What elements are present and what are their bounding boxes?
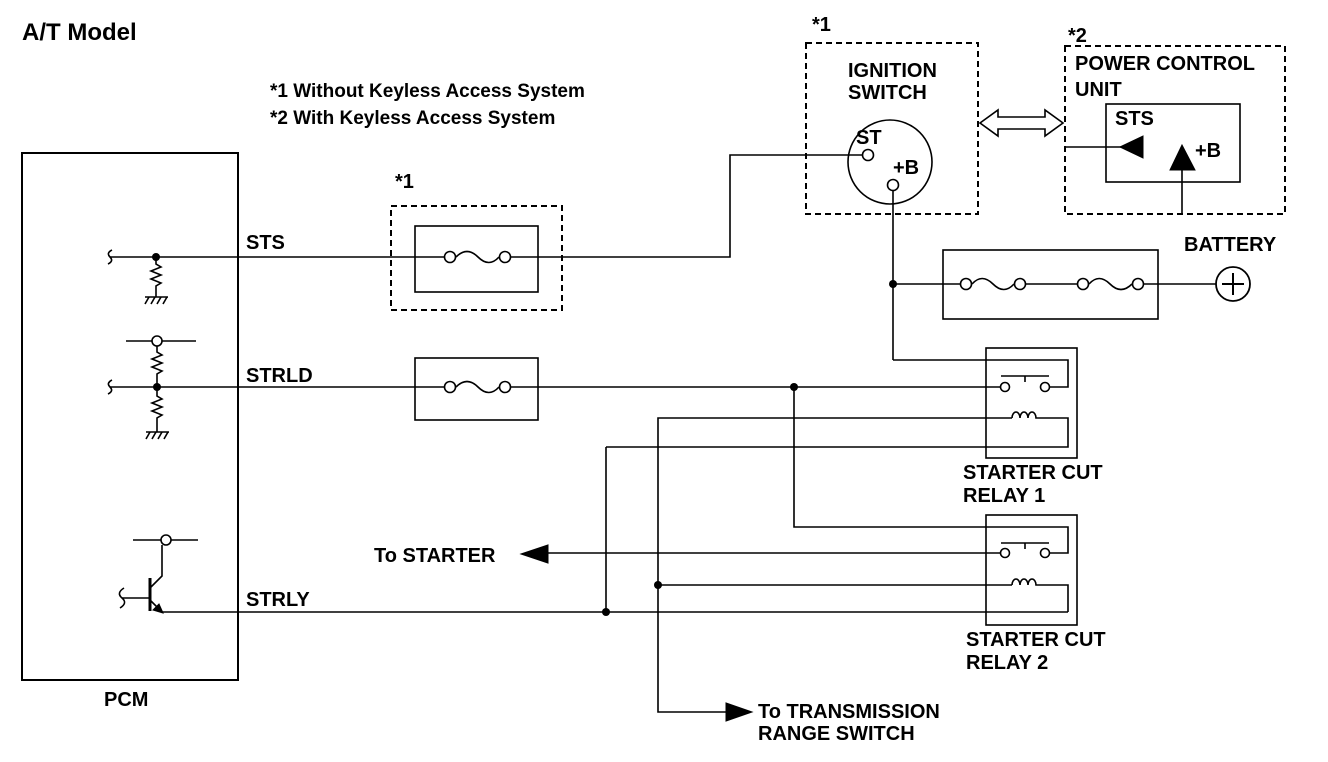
relay1-label-2: RELAY 1 [963, 485, 1045, 507]
relay1-coil-return-wire [606, 417, 1069, 448]
sts-fuse-box [414, 225, 539, 293]
strld-fuse-box [414, 357, 539, 421]
relay1-supply-wire [893, 359, 1069, 388]
ignition-switch-marker: *1 [812, 14, 831, 36]
signal-strld-label: STRLD [246, 365, 313, 387]
to-starter-label: To STARTER [374, 545, 496, 567]
transistor-emitter-arrow [152, 603, 164, 614]
pcu-inner-box [1105, 103, 1241, 183]
trs-wire [657, 417, 1012, 713]
relay2-label-2: RELAY 2 [966, 652, 1048, 674]
power-control-unit [1064, 45, 1286, 215]
pcm-box [21, 152, 239, 681]
ignition-switch-body [847, 119, 933, 205]
note-without-keyless: *1 Without Keyless Access System [270, 81, 585, 102]
relay1-contact-left [999, 381, 1011, 393]
double-arrow-icon [978, 108, 1065, 138]
ignition-switch-label-2: SWITCH [848, 82, 927, 104]
sts-fuse-symbol [443, 250, 512, 264]
ignition-terminal-st [861, 148, 875, 162]
strld-ground-symbol [145, 431, 169, 440]
pcu-marker: *2 [1068, 25, 1087, 47]
relay1-box [985, 347, 1078, 459]
starter-cut-relay-1 [606, 347, 1078, 459]
ignition-terminal-st-label: ST [856, 127, 882, 149]
ignition-terminal-b-label: +B [893, 157, 919, 179]
battery-icon [1215, 266, 1251, 302]
battery-fuse-2-symbol [1076, 277, 1145, 291]
relay2-switch-bar [1001, 542, 1049, 549]
relay2-coil-return-wire [1040, 584, 1069, 612]
relay2-box [985, 514, 1078, 626]
sts-wire-to-ignition [511, 154, 862, 258]
pcu-sts-arrow-icon [1118, 135, 1144, 159]
trs-junction-dot [654, 581, 662, 589]
strld-supply-terminal [151, 335, 163, 347]
relay1-label-1: STARTER CUT [963, 462, 1103, 484]
strly-supply-terminal [160, 534, 172, 546]
pcu-b-label: +B [1195, 140, 1221, 162]
pcu-b-arrow-icon [1169, 143, 1196, 171]
diagram-title: A/T Model [22, 19, 137, 46]
battery-label: BATTERY [1184, 234, 1277, 256]
sts-fuse-marker: *1 [395, 171, 414, 193]
battery-fuse-1-symbol [959, 277, 1027, 291]
strld-pulldown-resistor [149, 387, 165, 432]
relay1-coil [1011, 411, 1040, 419]
pcm-label: PCM [104, 689, 148, 711]
strld-fuse-symbol [443, 380, 512, 394]
signal-sts-label: STS [246, 232, 285, 254]
relay1-switch-bar [1001, 375, 1049, 382]
to-trs-label-1: To TRANSMISSION [758, 701, 940, 723]
ignition-switch-label-1: IGNITION [848, 60, 937, 82]
note-with-keyless: *2 With Keyless Access System [270, 108, 555, 129]
ignition-switch [805, 42, 979, 215]
signal-strly-label: STRLY [246, 589, 310, 611]
strld-pullup-resistor [149, 346, 165, 387]
strld-wire-to-relay2 [793, 387, 1069, 554]
relay2-contact-right [1039, 547, 1051, 559]
pcu-sts-label: STS [1115, 108, 1154, 130]
transistor-collector [149, 545, 163, 589]
pcu-label-2: UNIT [1075, 79, 1122, 101]
pcu-box [1064, 45, 1286, 215]
to-trs-arrow-icon [725, 702, 754, 722]
relay2-label-1: STARTER CUT [966, 629, 1106, 651]
ignition-terminal-b [886, 178, 900, 192]
sts-ground-symbol [144, 296, 168, 305]
relay1-contact-right [1039, 381, 1051, 393]
pcm-block [21, 152, 239, 681]
sts-pulldown-resistor [148, 257, 164, 297]
to-starter-arrow-icon [519, 544, 549, 564]
starter-cut-relay-2 [985, 514, 1078, 626]
ignition-switch-box [805, 42, 979, 215]
sts-fuse-optional-box [390, 205, 563, 311]
relay2-contact-left [999, 547, 1011, 559]
relay2-coil [1011, 578, 1040, 586]
pcu-label-1: POWER CONTROL [1075, 53, 1255, 75]
to-trs-label-2: RANGE SWITCH [758, 723, 915, 745]
